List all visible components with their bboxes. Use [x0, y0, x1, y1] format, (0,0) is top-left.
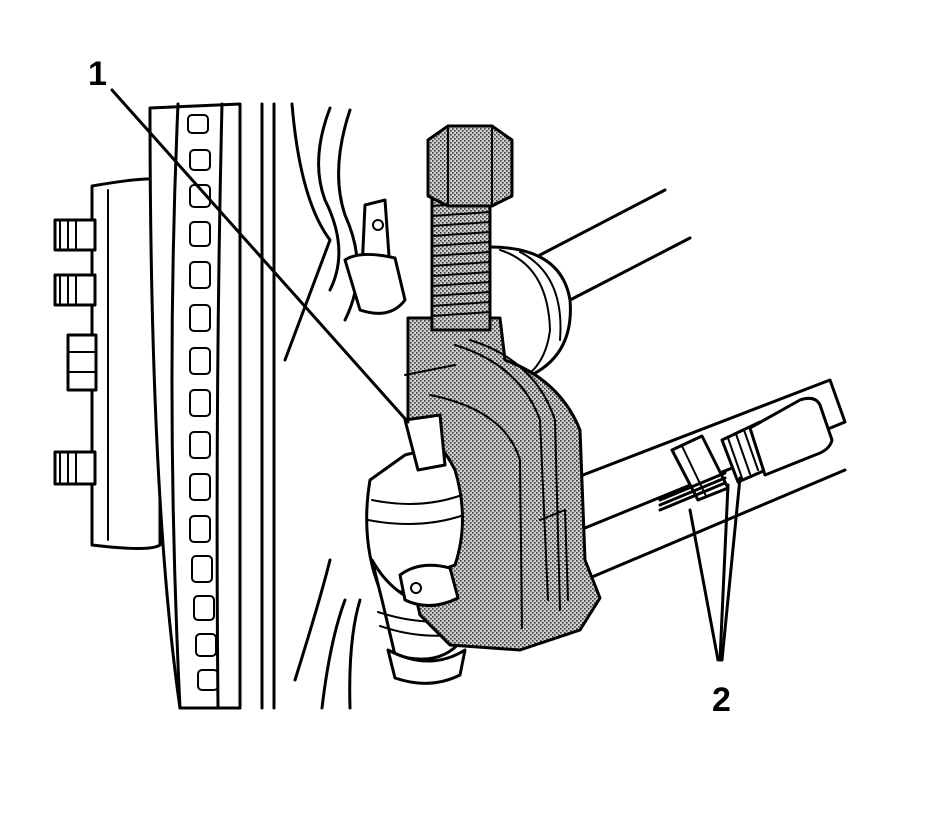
tie-rod [468, 188, 847, 582]
wheel-stud [53, 450, 97, 486]
callout-2-label: 2 [712, 681, 731, 719]
brake-rotor [148, 102, 276, 710]
forcing-screw [430, 188, 492, 332]
wheel-stud [53, 273, 97, 307]
callout-2-leader-c [720, 476, 742, 662]
wheel-stud [53, 218, 97, 252]
ball-joint-separator-tool [398, 124, 602, 652]
steering-knuckle [283, 102, 407, 710]
forcing-screw-hex-head [426, 124, 514, 208]
callout-2-leader-b [718, 483, 730, 662]
rotor-vent-slots [187, 114, 219, 691]
callout-2-leader-a [688, 508, 720, 662]
hub-nut [66, 333, 98, 392]
wheel-hub [53, 177, 162, 550]
adjuster-scribe-mark [658, 471, 727, 512]
callout-1-label: 1 [88, 55, 107, 93]
callout-1-leader [110, 88, 410, 424]
callout-leaders [110, 88, 742, 662]
